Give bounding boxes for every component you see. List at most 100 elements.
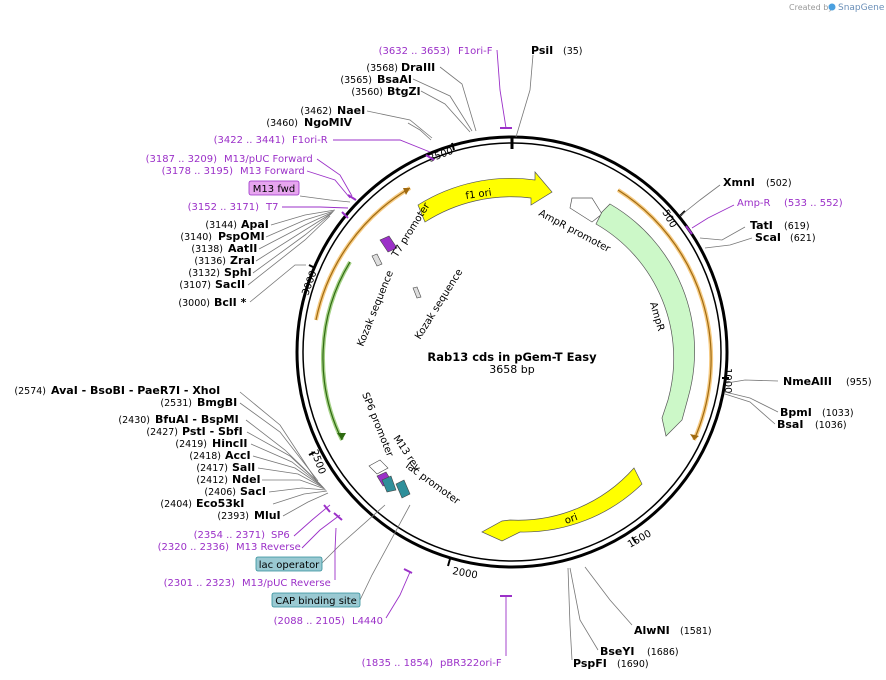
site-sacii-pos: (3107) (179, 280, 211, 291)
pmark-m13-rev (333, 512, 343, 521)
primer-f1ori-r-range: (3422 .. 3441) (214, 135, 286, 146)
feature-t7-primer-site[interactable] (379, 235, 398, 253)
primer-m13puc-rev-name[interactable]: M13/pUC Reverse (242, 578, 331, 589)
site-draiii-pos: (3568) (366, 63, 398, 74)
leader-bsai (724, 393, 776, 425)
feature-cap-site[interactable] (395, 479, 411, 499)
leader-psti (246, 431, 322, 486)
site-sali-name[interactable]: SalI (232, 461, 255, 474)
created-by-text: Created by (789, 3, 833, 12)
site-pspfi-name[interactable]: PspFI (573, 657, 607, 670)
primer-f1ori-f-name[interactable]: F1ori-F (458, 46, 493, 57)
leader-bseyi (569, 567, 599, 651)
site-pspfi-pos: (1690) (617, 659, 649, 670)
tick-label-3500: 3500 (427, 146, 455, 165)
site-bsai-pos: (1036) (815, 420, 847, 431)
tick-label-2000: 2000 (451, 566, 478, 581)
orf-green-line (322, 261, 351, 441)
feature-kozak1-box[interactable] (371, 253, 383, 267)
pleader-sp6 (293, 504, 331, 537)
site-btgzi-name[interactable]: BtgZI (387, 85, 421, 98)
site-eco53ki-name[interactable]: Eco53kI (196, 497, 244, 510)
primer-m13puc-fwd-name[interactable]: M13/pUC Forward (224, 154, 313, 165)
primer-leaders (282, 49, 735, 656)
pmark-l4440 (403, 568, 413, 574)
leader-acci (252, 455, 324, 488)
site-hincii-name[interactable]: HincII (212, 437, 248, 450)
site-xmni-name[interactable]: XmnI (723, 176, 755, 189)
site-nmeaiii-name[interactable]: NmeAIII (783, 375, 832, 388)
primer-f1ori-r-name[interactable]: F1ori-R (292, 135, 328, 146)
primer-m13-fwd-name[interactable]: M13 Forward (240, 166, 305, 177)
leader-btgzi (420, 90, 471, 133)
site-naei-name[interactable]: NaeI (337, 104, 365, 117)
site-ndei-name[interactable]: NdeI (232, 473, 261, 486)
site-avai-name[interactable]: AvaI - BsoBI - PaeR7I - XhoI (51, 384, 220, 397)
site-eco53ki-pos: (2404) (160, 499, 192, 510)
tick-label-1000: 1000 (722, 368, 733, 393)
site-zrai-name[interactable]: ZraI (230, 254, 255, 267)
site-bfuai-name[interactable]: BfuAI - BspMI (155, 413, 239, 426)
site-aatii-name[interactable]: AatII (228, 242, 257, 255)
site-bsaai-name[interactable]: BsaAI (377, 73, 412, 86)
primer-l4440-range: (2088 .. 2105) (274, 616, 346, 627)
site-sacii-name[interactable]: SacII (215, 278, 245, 291)
site-bsai-name[interactable]: BsaI (777, 418, 803, 431)
site-saci-name[interactable]: SacI (240, 485, 266, 498)
primer-m13puc-fwd-range: (3187 .. 3209) (146, 154, 218, 165)
site-alwni-name[interactable]: AlwNI (634, 624, 670, 637)
site-ndei-pos: (2412) (196, 475, 228, 486)
site-bseyi-name[interactable]: BseYI (600, 645, 634, 658)
site-draiii-name[interactable]: DraIII (401, 61, 435, 74)
leader-scai (704, 237, 753, 249)
tick-3500 (451, 142, 455, 151)
site-tati-pos: (619) (784, 221, 810, 232)
box-lac-operator[interactable]: lac operator (255, 556, 323, 572)
site-bpmi-name[interactable]: BpmI (780, 406, 812, 419)
feature-lac-operator-site[interactable] (381, 475, 397, 493)
pmark-sp6 (323, 504, 331, 513)
leader-sphi (252, 213, 332, 274)
leader-bmgbi (239, 402, 319, 482)
site-scai-name[interactable]: ScaI (755, 231, 781, 244)
primer-m13-rev-name[interactable]: M13 Reverse (236, 542, 301, 553)
primer-t7-name[interactable]: T7 (265, 202, 278, 213)
site-aatii-pos: (3138) (191, 244, 223, 255)
leader-bpmi (724, 391, 779, 413)
site-bmgbi-name[interactable]: BmgBI (197, 396, 237, 409)
orf-left-line (315, 187, 411, 321)
primer-l4440-name[interactable]: L4440 (352, 616, 383, 627)
site-psii-name[interactable]: PsiI (531, 44, 553, 57)
tick-2500 (308, 451, 316, 456)
leader-mlui (282, 492, 329, 517)
box-cap-binding-site[interactable]: CAP binding site (271, 592, 361, 608)
primer-pbr322ori-f-name[interactable]: pBR322ori-F (440, 658, 502, 669)
feature-ori[interactable] (481, 467, 643, 542)
leader-bcli (249, 264, 306, 303)
box-m13-fwd-bg (248, 180, 300, 196)
feature-ampr[interactable] (595, 203, 695, 437)
site-bcli-name[interactable]: BclI * (214, 296, 247, 309)
feature-kozak2-box[interactable] (412, 286, 422, 299)
feature-ampr-promoter[interactable] (569, 197, 603, 223)
snapgene-logo-icon (828, 3, 836, 11)
primer-sp6-name[interactable]: SP6 (271, 530, 290, 541)
site-mlui-name[interactable]: MluI (254, 509, 281, 522)
pmark-amp-r (685, 225, 693, 235)
feature-f1-ori[interactable] (417, 171, 553, 223)
site-ngomiv-name[interactable]: NgoMIV (304, 116, 353, 129)
plasmid-length: 3658 bp (489, 363, 534, 376)
site-pspomi-name[interactable]: PspOMI (218, 230, 265, 243)
box-m13-fwd[interactable]: M13 fwd (248, 180, 300, 196)
snapgene-branding[interactable]: Created by SnapGene (789, 3, 885, 13)
pleader-f1ori-r (333, 139, 431, 153)
site-tati-name[interactable]: TatI (750, 219, 773, 232)
primer-amp-r-name[interactable]: Amp-R (737, 198, 771, 209)
site-acci-name[interactable]: AccI (225, 449, 251, 462)
site-psii-pos: (35) (563, 46, 583, 57)
leader-ndei (262, 479, 326, 490)
site-psti-name[interactable]: PstI - SbfI (182, 425, 243, 438)
feature-sp6-promoter[interactable] (368, 459, 389, 475)
site-sphi-name[interactable]: SphI (224, 266, 252, 279)
site-apai-name[interactable]: ApaI (241, 218, 269, 231)
